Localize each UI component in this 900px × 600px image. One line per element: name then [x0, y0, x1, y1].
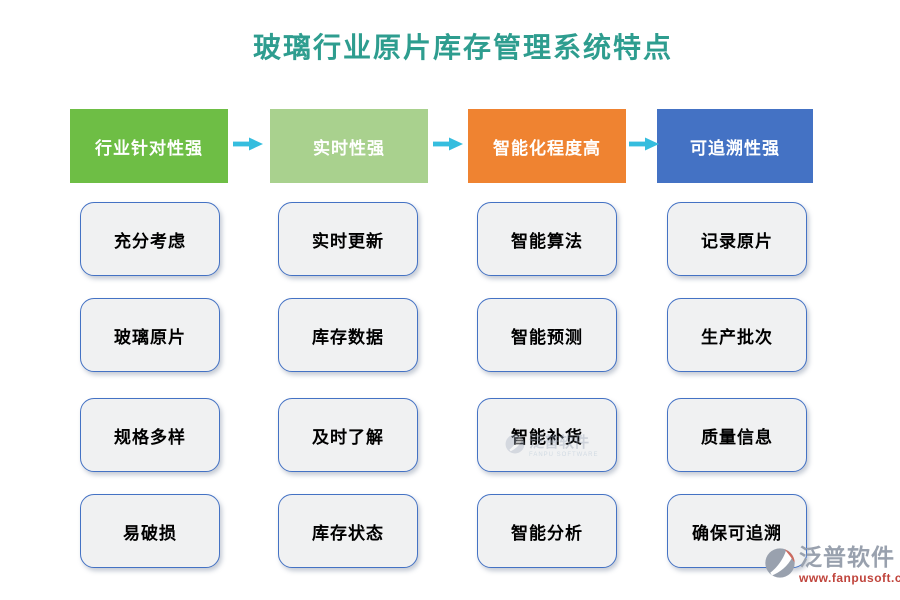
column-header-traceability: 可追溯性强 — [657, 109, 813, 183]
arrow-right-icon — [433, 137, 463, 151]
column-header-industry-specific: 行业针对性强 — [70, 109, 228, 183]
feature-box: 玻璃原片 — [80, 298, 220, 372]
feature-box: 智能分析 — [477, 494, 617, 568]
page-title: 玻璃行业原片库存管理系统特点 — [252, 32, 673, 63]
brand-name: 泛普软件 — [799, 544, 895, 570]
brand-url: www.fanpusoft.com — [799, 571, 900, 585]
feature-box: 实时更新 — [278, 202, 418, 276]
column-header-intelligence: 智能化程度高 — [468, 109, 626, 183]
feature-box: 智能算法 — [477, 202, 617, 276]
feature-box: 记录原片 — [667, 202, 807, 276]
arrow-right-icon — [233, 137, 263, 151]
feature-box: 生产批次 — [667, 298, 807, 372]
arrow-right-icon — [629, 137, 659, 151]
feature-box: 智能补货 — [477, 398, 617, 472]
feature-box: 规格多样 — [80, 398, 220, 472]
feature-box: 智能预测 — [477, 298, 617, 372]
fanpu-logo-icon — [764, 546, 796, 585]
fanpu-brand: 泛普软件 www.fanpusoft.com — [764, 546, 900, 585]
feature-box: 充分考虑 — [80, 202, 220, 276]
feature-box: 及时了解 — [278, 398, 418, 472]
feature-box: 库存状态 — [278, 494, 418, 568]
column-header-real-time: 实时性强 — [270, 109, 428, 183]
feature-box: 质量信息 — [667, 398, 807, 472]
feature-box: 确保可追溯 — [667, 494, 807, 568]
feature-box: 库存数据 — [278, 298, 418, 372]
feature-box: 易破损 — [80, 494, 220, 568]
